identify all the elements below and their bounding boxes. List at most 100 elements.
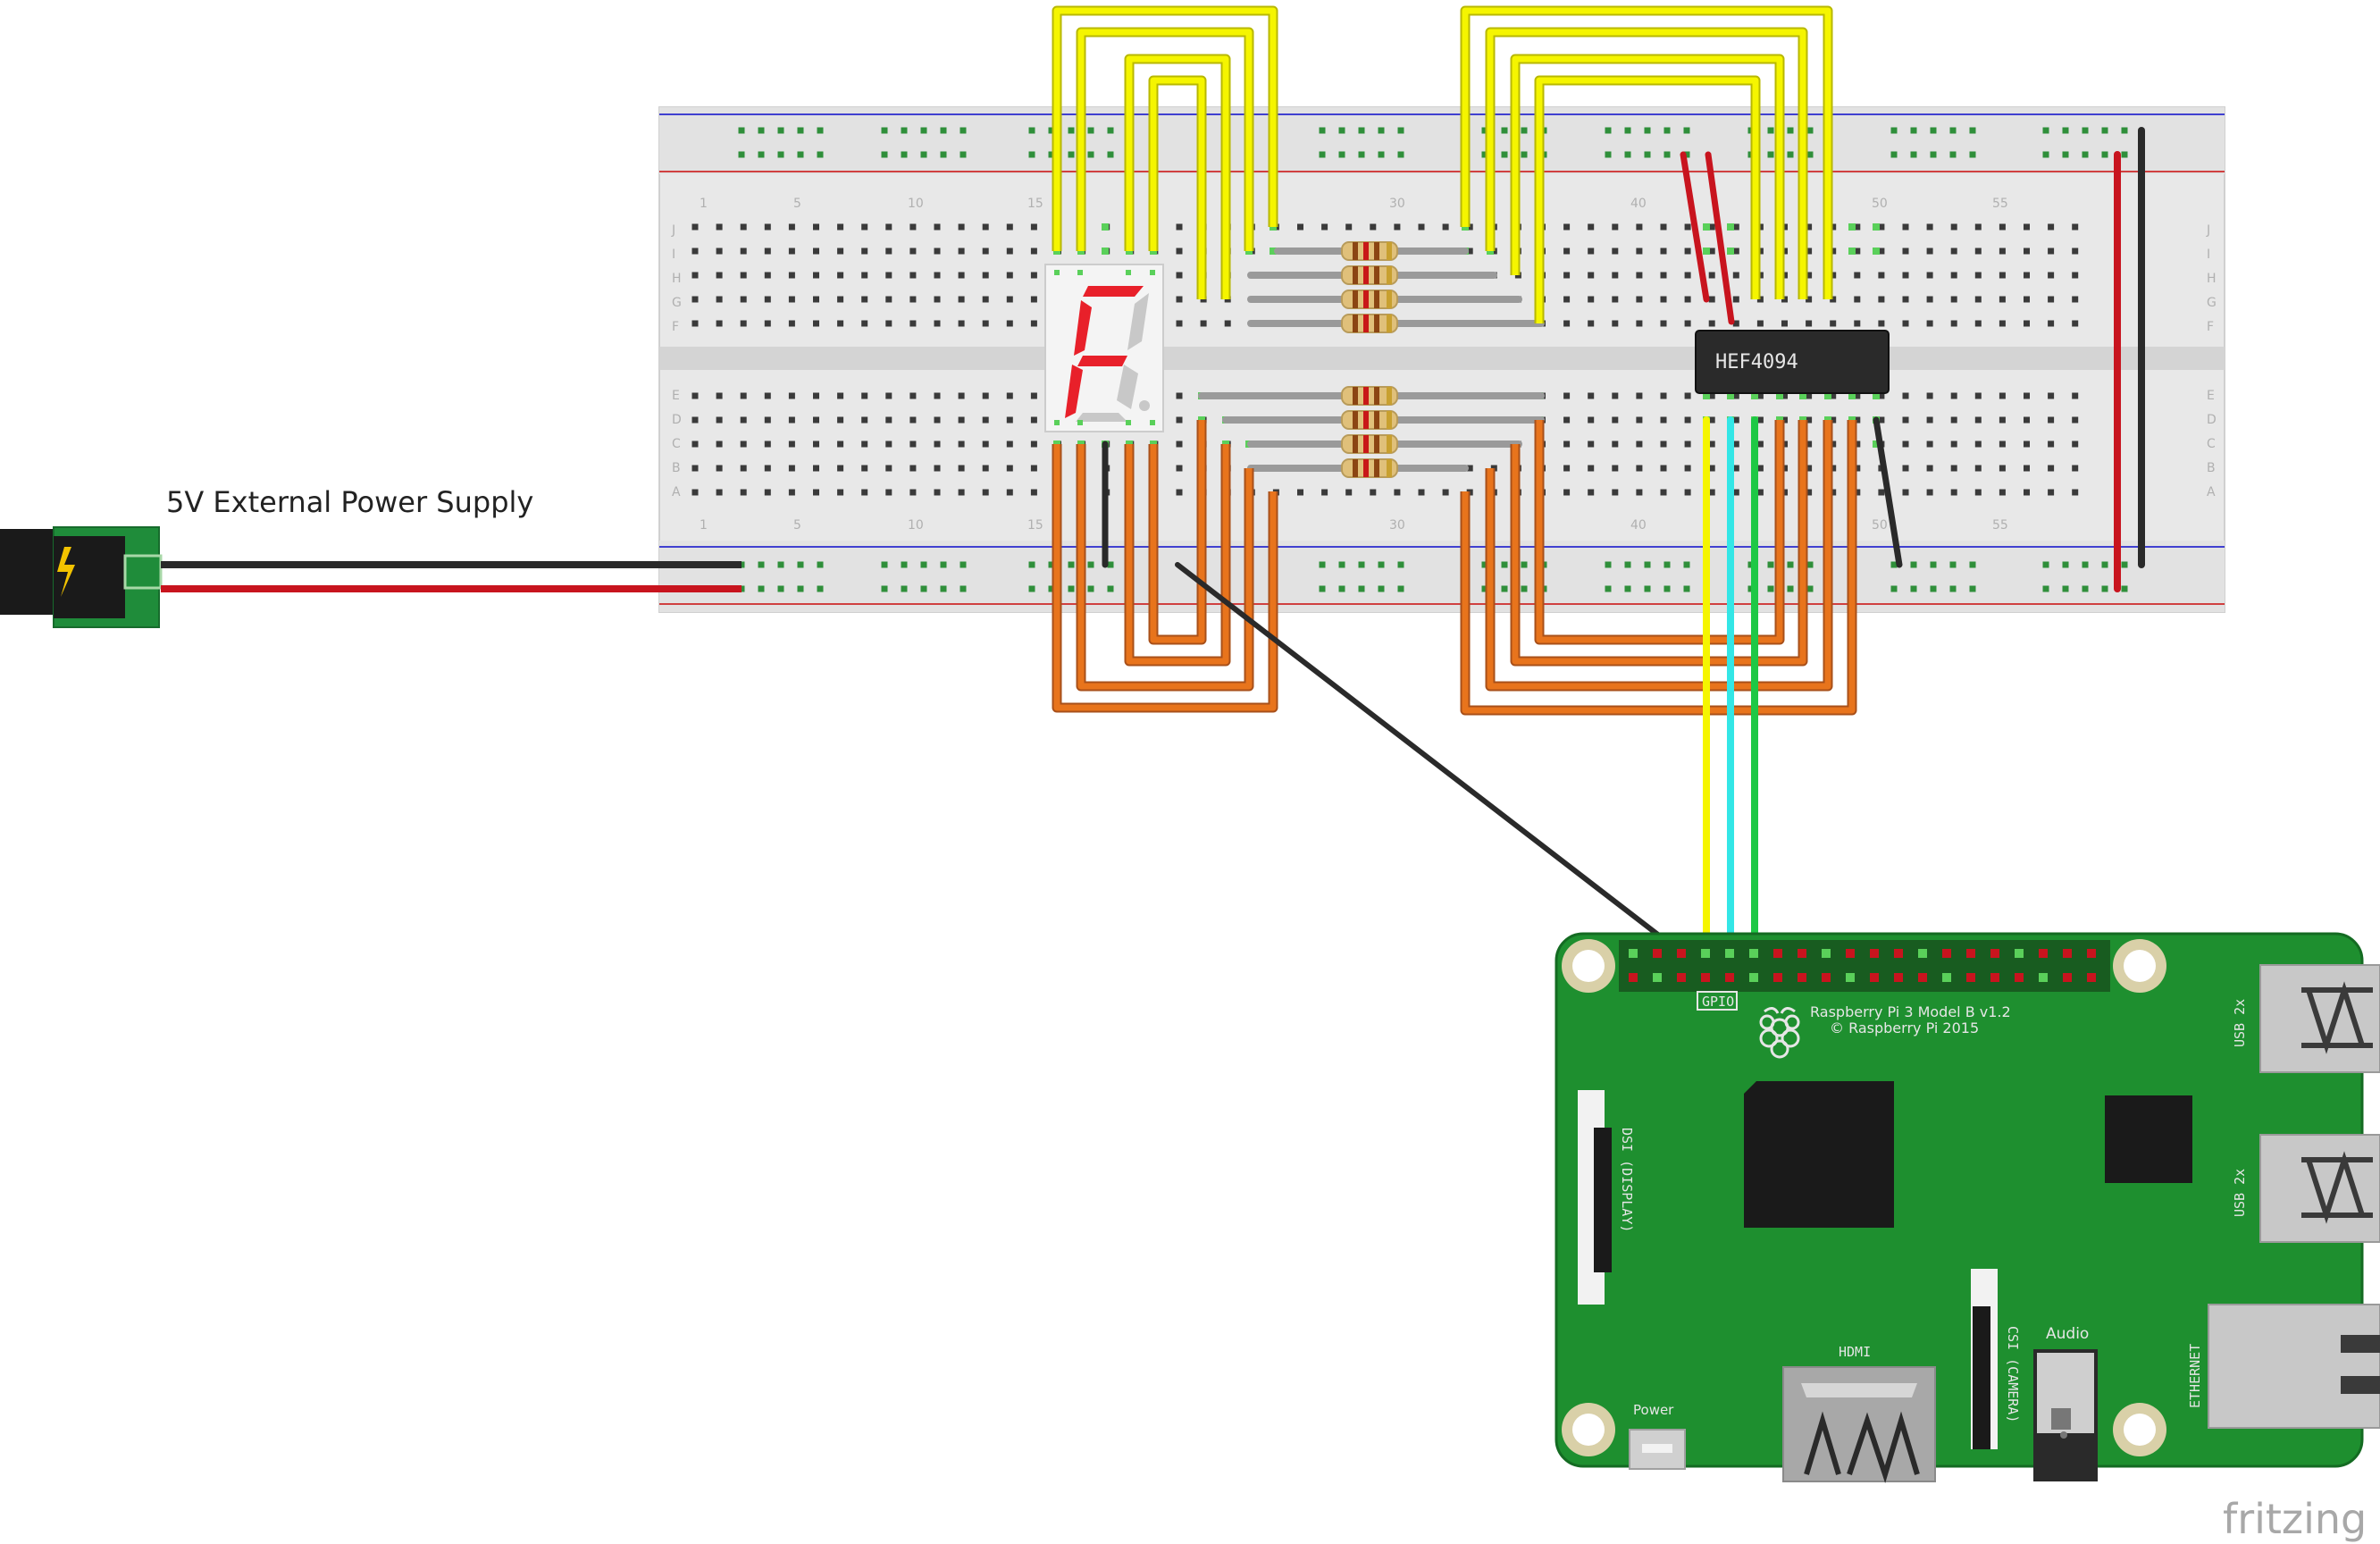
breadboard-hole	[1878, 223, 1885, 231]
breadboard-hole	[2072, 320, 2079, 327]
breadboard-hole	[1224, 320, 1231, 327]
row-letter: C	[672, 437, 681, 451]
breadboard-hole	[885, 320, 892, 327]
breadboard-hole	[1563, 441, 1571, 448]
connected-hole	[1873, 248, 1880, 255]
breadboard-hole	[885, 392, 892, 399]
rail-hole	[1338, 127, 1345, 134]
breadboard-hole	[1006, 248, 1013, 255]
rail-hole	[1605, 585, 1612, 592]
connected-hole	[1873, 392, 1880, 399]
rail-hole	[1624, 561, 1631, 568]
breadboard-hole	[1830, 465, 1837, 472]
rail-hole	[2062, 585, 2069, 592]
breadboard-hole	[1974, 272, 1982, 279]
rail-hole	[2042, 151, 2049, 158]
breadboard-hole	[788, 223, 795, 231]
gpio-pin	[1870, 949, 1879, 958]
breadboard-hole	[788, 392, 795, 399]
breadboard-hole	[1806, 223, 1813, 231]
gpio-pin	[1966, 949, 1975, 958]
breadboard-hole	[1466, 248, 1473, 255]
rail-hole	[960, 561, 967, 568]
rail-hole	[1338, 151, 1345, 158]
connected-hole	[1727, 248, 1734, 255]
gpio-signal-wires	[1703, 416, 1758, 957]
breadboard-hole	[691, 272, 699, 279]
gpio-pin	[1749, 949, 1758, 958]
breadboard-hole	[2048, 465, 2055, 472]
rail-hole	[1501, 151, 1508, 158]
rail-hole	[1521, 127, 1528, 134]
gpio-pin	[1894, 949, 1903, 958]
rail-hole	[1319, 561, 1326, 568]
breadboard-hole	[1006, 392, 1013, 399]
breadboard-hole	[716, 223, 723, 231]
breadboard-hole	[1176, 465, 1183, 472]
gpio-pin	[1677, 949, 1686, 958]
dsi-label: DSI (DISPLAY)	[1619, 1128, 1635, 1232]
rail-hole	[1969, 151, 1976, 158]
rail-hole	[1605, 127, 1612, 134]
breadboard-hole	[691, 465, 699, 472]
breadboard-hole	[1950, 320, 1957, 327]
orange-wires-left	[1053, 420, 1277, 711]
breadboard-hole	[1612, 320, 1619, 327]
rail-hole	[1949, 561, 1957, 568]
breadboard-hole	[2048, 489, 2055, 496]
rail-hole	[1767, 561, 1774, 568]
breadboard-hole	[2072, 465, 2079, 472]
rail-hole	[758, 151, 765, 158]
breadboard-hole	[1636, 320, 1643, 327]
rail-hole	[758, 127, 765, 134]
breadboard-hole	[1708, 272, 1715, 279]
breadboard-hole	[837, 248, 844, 255]
ic-ground-jumper	[1873, 416, 1903, 568]
breadboard-hole	[1999, 441, 2006, 448]
rail-hole	[1969, 127, 1976, 134]
breadboard-hole	[691, 320, 699, 327]
rail-hole	[2121, 127, 2128, 134]
breadboard-hole	[1563, 296, 1571, 303]
breadboard-hole	[1588, 441, 1595, 448]
breadboard-hole	[1806, 489, 1813, 496]
pi-ground-wire	[1175, 562, 1685, 956]
breadboard-hole	[934, 320, 941, 327]
rail-hole	[881, 127, 888, 134]
red-jumper-wire	[1705, 151, 1735, 325]
breadboard-hole	[1999, 416, 2006, 424]
row-letter: F	[2207, 320, 2214, 334]
gpio-header	[1619, 940, 2110, 992]
gpio-pin	[1822, 949, 1831, 958]
rail-hole	[1910, 561, 1917, 568]
rail-hole	[1890, 151, 1898, 158]
breadboard-hole	[1950, 416, 1957, 424]
breadboard-hole	[1684, 248, 1691, 255]
breadboard-hole	[934, 416, 941, 424]
audio-jack	[2033, 1349, 2098, 1481]
breadboard-hole	[1732, 272, 1739, 279]
connected-hole	[1776, 392, 1783, 399]
rail-hole	[2101, 151, 2108, 158]
rail-hole	[1028, 561, 1035, 568]
breadboard-hole	[1781, 392, 1788, 399]
breadboard-hole	[1684, 489, 1691, 496]
connected-hole	[1873, 441, 1880, 448]
gpio-pin	[1894, 973, 1903, 982]
breadboard-hole	[1418, 489, 1425, 496]
row-letter: D	[672, 413, 682, 427]
rail-hole	[1930, 151, 1937, 158]
breadboard-hole	[1708, 223, 1715, 231]
breadboard-hole	[788, 248, 795, 255]
rail-hole	[1683, 585, 1690, 592]
breadboard-hole	[1926, 489, 1933, 496]
red-jumper-wire	[1680, 151, 1710, 303]
breadboard-hole	[909, 272, 917, 279]
breadboard-hole	[885, 489, 892, 496]
breadboard-hole	[958, 248, 965, 255]
orange-wire	[1512, 420, 1806, 665]
breadboard-hole	[885, 441, 892, 448]
gpio-pin	[1629, 949, 1638, 958]
breadboard-hole	[691, 392, 699, 399]
row-letter: C	[2207, 437, 2216, 451]
